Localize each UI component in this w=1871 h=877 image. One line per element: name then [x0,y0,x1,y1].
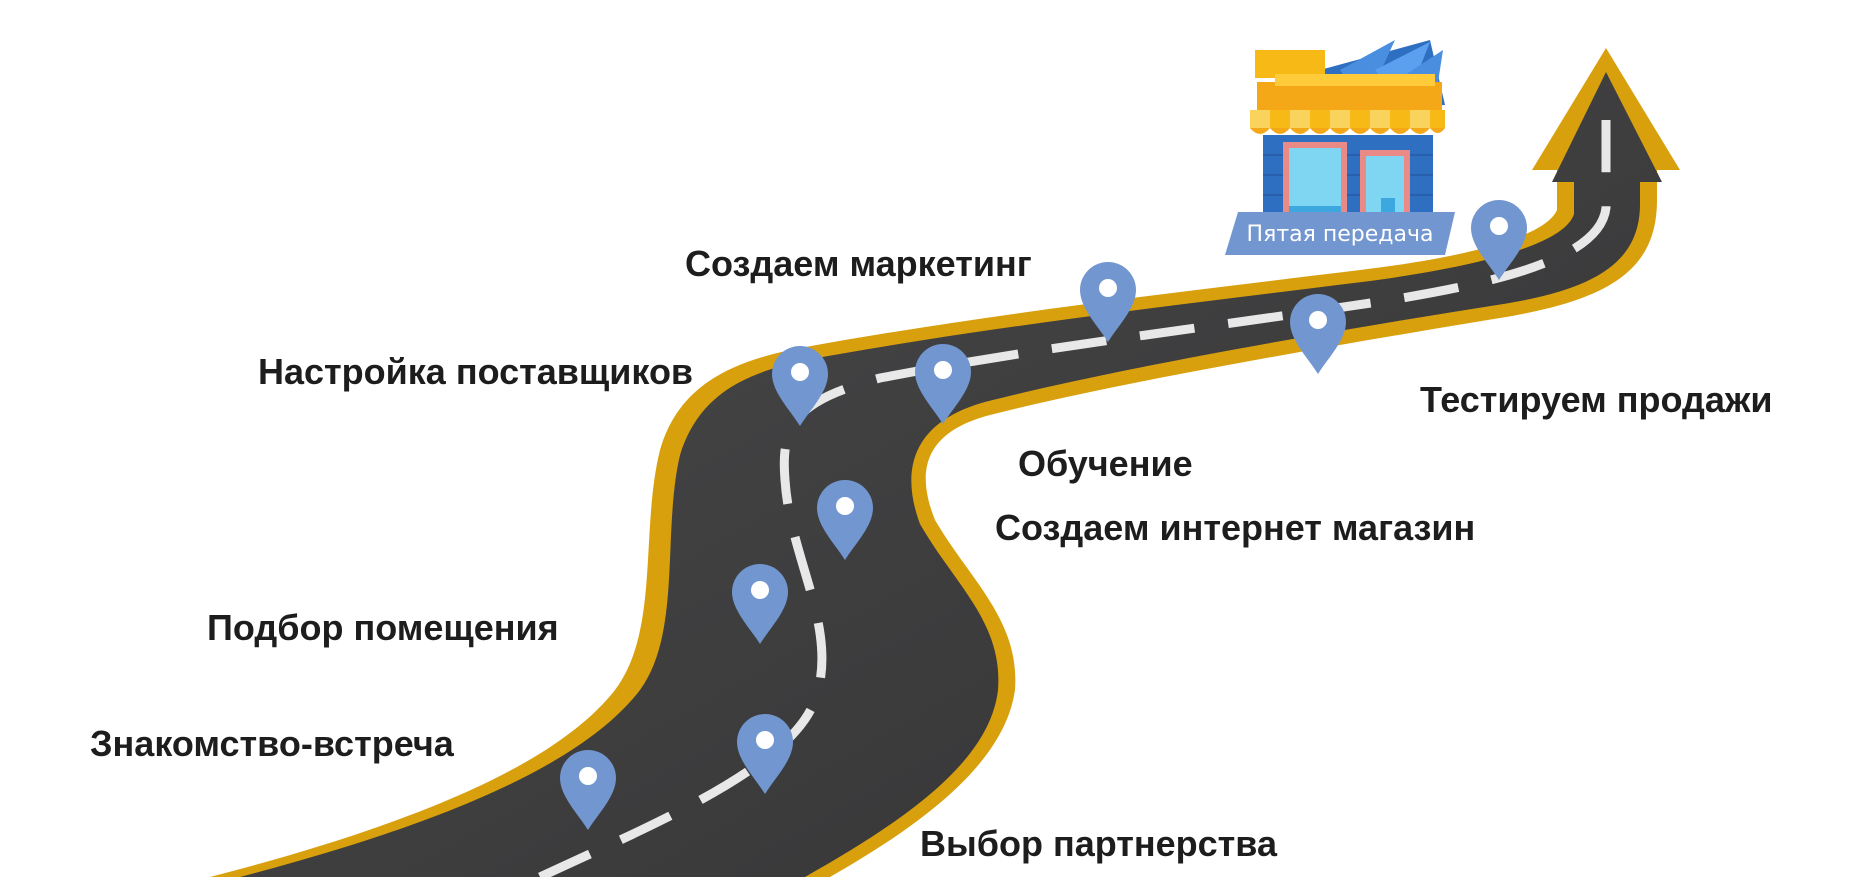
location-pins [560,200,1527,830]
location-pin-icon [1080,262,1136,342]
location-pin-icon [1471,200,1527,280]
step-label-marketing: Создаем маркетинг [685,243,1032,284]
location-pin-icon [732,564,788,644]
step-label-online-store: Создаем интернет магазин [995,507,1476,548]
location-pin-icon [817,480,873,560]
location-pin-icon [772,346,828,426]
storefront-icon [1250,40,1445,233]
step-label-training: Обучение [1018,443,1193,484]
shop-sign-label: Пятая передача [1247,222,1434,247]
step-label-premises: Подбор помещения [207,607,559,648]
location-pin-icon [1290,294,1346,374]
location-pin-icon [915,344,971,424]
step-label-suppliers: Настройка поставщиков [258,351,694,392]
step-label-meeting: Знакомство-встреча [90,723,454,764]
step-label-partnership: Выбор партнерства [920,823,1277,864]
location-pin-icon [560,750,616,830]
road-surface [240,72,1662,877]
step-label-sales-testing: Тестируем продажи [1420,379,1773,420]
shop-sign: Пятая передача [1225,212,1455,255]
location-pin-icon [737,714,793,794]
